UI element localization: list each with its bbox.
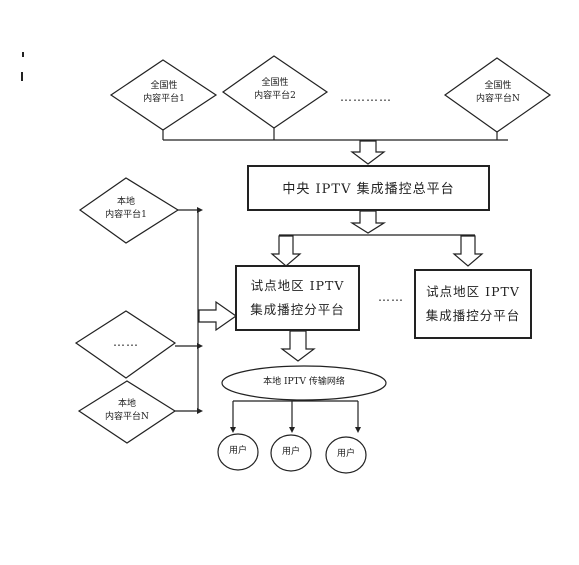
user-label-3: 用户: [336, 449, 355, 459]
arrow-to-central: [350, 140, 386, 165]
central-platform-label: 中央 IPTV 集成播控总平台: [282, 182, 455, 197]
national-platform-n-line2: 内容平台N: [476, 94, 520, 104]
local-platform-1-diamond: [78, 177, 180, 244]
national-platform-1-line2: 内容平台1: [143, 94, 185, 104]
branch-platform-1-box: [235, 265, 360, 331]
local-platform-n-line2: 内容平台N: [105, 412, 149, 422]
user-label-2: 用户: [281, 447, 300, 457]
local-platform-1-line1: 本地: [116, 197, 135, 207]
national-platform-1-line1: 全国性: [150, 81, 178, 91]
central-platform-box: [247, 165, 490, 211]
local-platform-ellipsis-label: ……: [113, 335, 139, 349]
national-ellipsis: …………: [340, 90, 392, 104]
transport-network-label: 本地 IPTV 传输网络: [263, 377, 345, 387]
national-platform-2-line1: 全国性: [261, 78, 289, 88]
local-platform-1-line2: 内容平台1: [105, 210, 147, 220]
local-platform-1-label: 本地 内容平台1: [98, 196, 154, 222]
branch-platform-1-line1: 试点地区 IPTV: [250, 278, 345, 293]
arrow-from-central: [349, 210, 387, 234]
branch-platform-1-line2: 集成播控分平台: [250, 302, 345, 317]
branch-platform-2-line1: 试点地区 IPTV: [426, 284, 520, 299]
branch-ellipsis: ……: [378, 290, 404, 304]
national-platform-n-label: 全国性 内容平台N: [467, 80, 529, 106]
transport-network-ellipse: [221, 365, 387, 401]
branch-platform-2-box: [414, 269, 532, 339]
user-circle-3: [325, 436, 367, 474]
local-platform-n-line1: 本地: [117, 399, 136, 409]
branch-platform-2-label: 试点地区 IPTV 集成播控分平台: [415, 280, 531, 328]
user-circle-1: [217, 433, 259, 471]
arrow-local-to-branch: [198, 300, 238, 332]
user-circle-2: [270, 434, 312, 472]
local-platform-ellipsis-diamond: [74, 310, 177, 379]
arrow-to-branch-1: [270, 235, 302, 267]
branch-platform-2-line2: 集成播控分平台: [425, 308, 521, 323]
arrow-to-network: [280, 330, 316, 362]
national-platform-2-label: 全国性 内容平台2: [244, 77, 306, 103]
national-platform-n-line1: 全国性: [484, 81, 512, 91]
branch-platform-1-label: 试点地区 IPTV 集成播控分平台: [236, 274, 359, 322]
arrow-to-branch-2: [452, 235, 484, 267]
local-platform-n-diamond: [77, 380, 177, 444]
user-label-1: 用户: [228, 446, 247, 456]
local-platform-n-label: 本地 内容平台N: [96, 398, 158, 424]
national-platform-2-line2: 内容平台2: [254, 91, 296, 101]
national-platform-1-label: 全国性 内容平台1: [133, 80, 195, 106]
